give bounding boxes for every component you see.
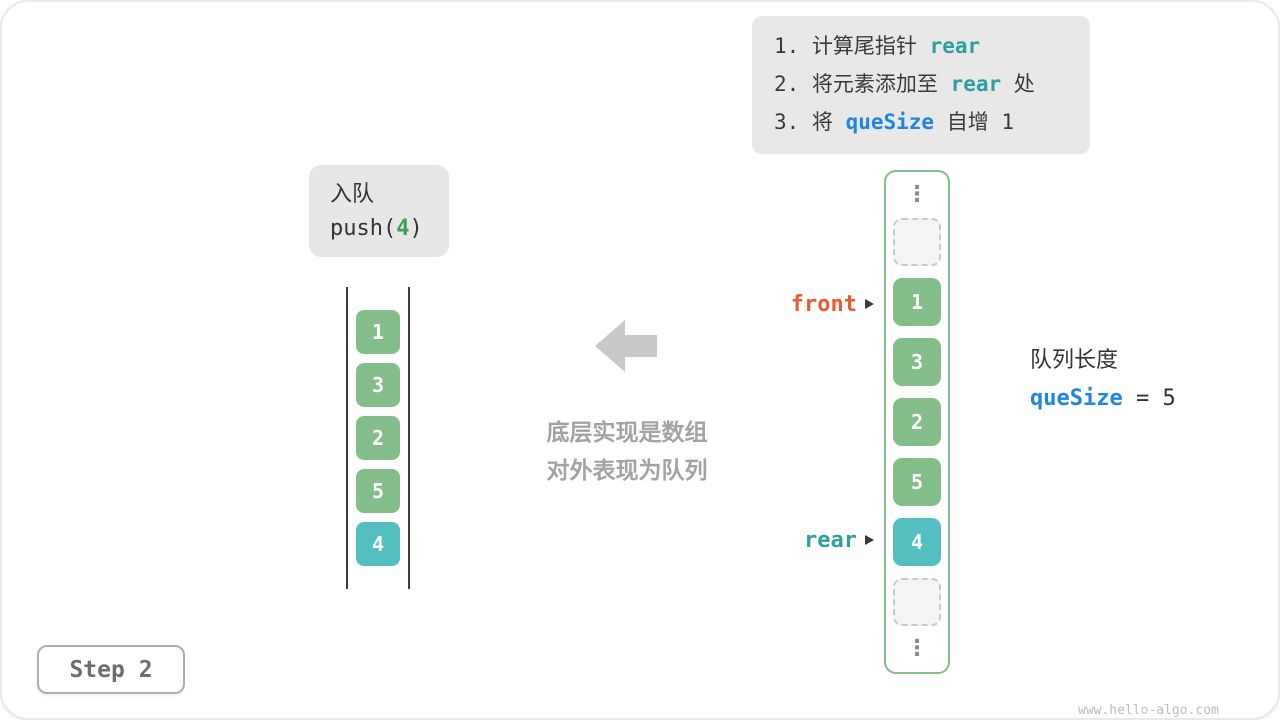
queue-cell-new: 4 (356, 522, 400, 566)
ellipsis-top: ⋮ (906, 182, 928, 207)
caption-line-1: 底层实现是数组 (546, 420, 708, 446)
queue-view: 1 3 2 5 4 (346, 287, 410, 589)
front-pointer: front (760, 290, 874, 318)
pushed-value: 4 (396, 216, 410, 241)
front-pointer-label: front (790, 291, 857, 317)
code-token-rear: rear (950, 72, 1002, 96)
code-token-rear: rear (929, 34, 981, 58)
array-view: ⋮ 1 3 2 5 4 ⋮ (884, 170, 950, 674)
queue-length-value: queSize = 5 (1030, 380, 1176, 418)
watermark: www.hello-algo.com (1078, 703, 1219, 718)
center-caption: 底层实现是数组 对外表现为队列 (507, 414, 747, 490)
left-block-arrow-icon (595, 318, 659, 374)
code-text: ) (409, 216, 423, 241)
code-token-quesize: queSize (1030, 386, 1123, 411)
instruction-line-1: 1. 计算尾指针 rear (774, 27, 1090, 65)
empty-slot (893, 218, 941, 266)
operation-box: 入队 push(4) (309, 165, 449, 257)
queue-length-equals: = 5 (1122, 386, 1176, 411)
array-cell-front: 1 (893, 278, 941, 326)
ellipsis-bottom: ⋮ (906, 636, 928, 661)
queue-cell: 2 (356, 416, 400, 460)
rear-arrow-icon (865, 535, 874, 545)
instruction-text: 2. 将元素添加至 (774, 72, 951, 96)
instructions-panel: 1. 计算尾指针 rear 2. 将元素添加至 rear 处 3. 将 queS… (752, 16, 1090, 154)
instruction-text: 处 (1001, 72, 1035, 96)
queue-length-info: 队列长度 queSize = 5 (1030, 342, 1176, 418)
queue-cell: 5 (356, 469, 400, 513)
array-cell: 5 (893, 458, 941, 506)
instruction-text: 1. 计算尾指针 (774, 34, 930, 58)
instruction-text: 自增 1 (934, 110, 1015, 134)
operation-title: 入队 (330, 182, 375, 207)
queue-length-label: 队列长度 (1030, 348, 1119, 373)
rear-pointer: rear (760, 526, 874, 554)
array-cell: 3 (893, 338, 941, 386)
queue-cell: 1 (356, 310, 400, 354)
front-arrow-icon (865, 299, 874, 309)
array-cell: 2 (893, 398, 941, 446)
rear-pointer-label: rear (804, 527, 857, 553)
code-token-quesize: queSize (845, 110, 935, 134)
caption-line-2: 对外表现为队列 (546, 458, 708, 484)
code-text: push( (330, 216, 397, 241)
empty-slot (893, 578, 941, 626)
step-label: Step 2 (69, 656, 153, 683)
operation-code: push(4) (330, 212, 449, 246)
step-badge: Step 2 (37, 645, 185, 694)
array-cell-rear-new: 4 (893, 518, 941, 566)
queue-cell: 3 (356, 363, 400, 407)
instruction-line-3: 3. 将 queSize 自增 1 (774, 103, 1090, 141)
instruction-line-2: 2. 将元素添加至 rear 处 (774, 65, 1090, 103)
instruction-text: 3. 将 (774, 110, 846, 134)
